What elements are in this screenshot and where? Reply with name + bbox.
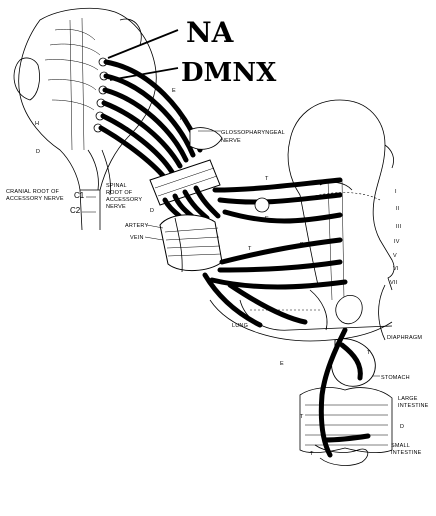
svg-text:T: T (265, 176, 269, 182)
cranial-root-label: CRANIAL ROOT OF ACCESSORY NERVE (6, 189, 64, 202)
svg-text:V: V (393, 253, 397, 259)
svg-text:ROOT OF: ROOT OF (106, 190, 133, 196)
svg-text:NERVE: NERVE (106, 204, 126, 210)
svg-text:D: D (400, 424, 404, 430)
svg-text:E: E (280, 361, 284, 367)
svg-text:T: T (367, 350, 371, 356)
svg-text:E: E (265, 216, 269, 222)
svg-text:GLOSSOPHARYNGEAL: GLOSSOPHARYNGEAL (221, 130, 285, 136)
svg-text:R: R (180, 116, 184, 122)
svg-text:NERVE: NERVE (221, 138, 241, 144)
svg-text:T: T (300, 414, 304, 420)
dmnx-title: DMNX (181, 58, 277, 88)
abdomen (299, 327, 393, 466)
lung-label: LUNG (232, 323, 248, 329)
svg-text:T: T (248, 246, 252, 252)
svg-text:D: D (300, 242, 304, 248)
na-title: NA (186, 16, 235, 49)
svg-text:SMALL: SMALL (391, 443, 410, 449)
svg-text:D: D (36, 149, 40, 155)
nuclei (93, 57, 109, 133)
stomach-label: STOMACH (381, 375, 410, 381)
small-intestine-label: SMALL INTESTINE (391, 443, 422, 456)
svg-text:ACCESSORY NERVE: ACCESSORY NERVE (6, 196, 64, 202)
diaphragm-line (289, 325, 393, 331)
head-outline (287, 99, 395, 341)
stomach (331, 338, 376, 387)
svg-text:I: I (395, 189, 397, 195)
svg-text:VII: VII (390, 280, 398, 286)
svg-text:VI: VI (393, 266, 399, 272)
svg-text:H: H (35, 121, 39, 127)
head-branches (209, 177, 348, 290)
svg-text:ACCESSORY: ACCESSORY (106, 197, 142, 203)
glossopharyngeal-label: GLOSSOPHARYNGEAL NERVE (198, 130, 285, 144)
c1-label: C1 (74, 191, 85, 200)
svg-text:SPINAL: SPINAL (106, 183, 127, 189)
svg-text:INTESTINE: INTESTINE (398, 403, 429, 409)
svg-text:IV: IV (394, 239, 400, 245)
large-intestine-label: LARGE INTESTINE (398, 396, 429, 409)
svg-text:CRANIAL ROOT OF: CRANIAL ROOT OF (6, 189, 60, 195)
diaphragm-label: DIAPHRAGM (387, 335, 422, 341)
large-intestine (299, 387, 393, 454)
svg-text:D: D (150, 208, 154, 214)
small-intestine (314, 444, 369, 466)
svg-text:E: E (172, 88, 176, 94)
svg-text:T: T (310, 451, 314, 457)
svg-text:II: II (396, 206, 400, 212)
spinal-root-label: SPINAL ROOT OF ACCESSORY NERVE (106, 183, 142, 210)
svg-text:LARGE: LARGE (398, 396, 418, 402)
brainstem (13, 7, 157, 231)
tiny-markers: E R H D D E T T D E T T T D (35, 88, 404, 457)
svg-text:INTESTINE: INTESTINE (391, 450, 422, 456)
ganglion (159, 214, 223, 273)
artery-label: ARTERY (125, 223, 148, 229)
vein-label: VEIN (130, 235, 144, 241)
c2-label: C2 (70, 206, 81, 215)
thorax (202, 272, 393, 342)
roman-markers: I II III IV V VI VII (390, 189, 401, 286)
nerve-bundle (149, 127, 223, 225)
svg-text:III: III (396, 224, 401, 230)
